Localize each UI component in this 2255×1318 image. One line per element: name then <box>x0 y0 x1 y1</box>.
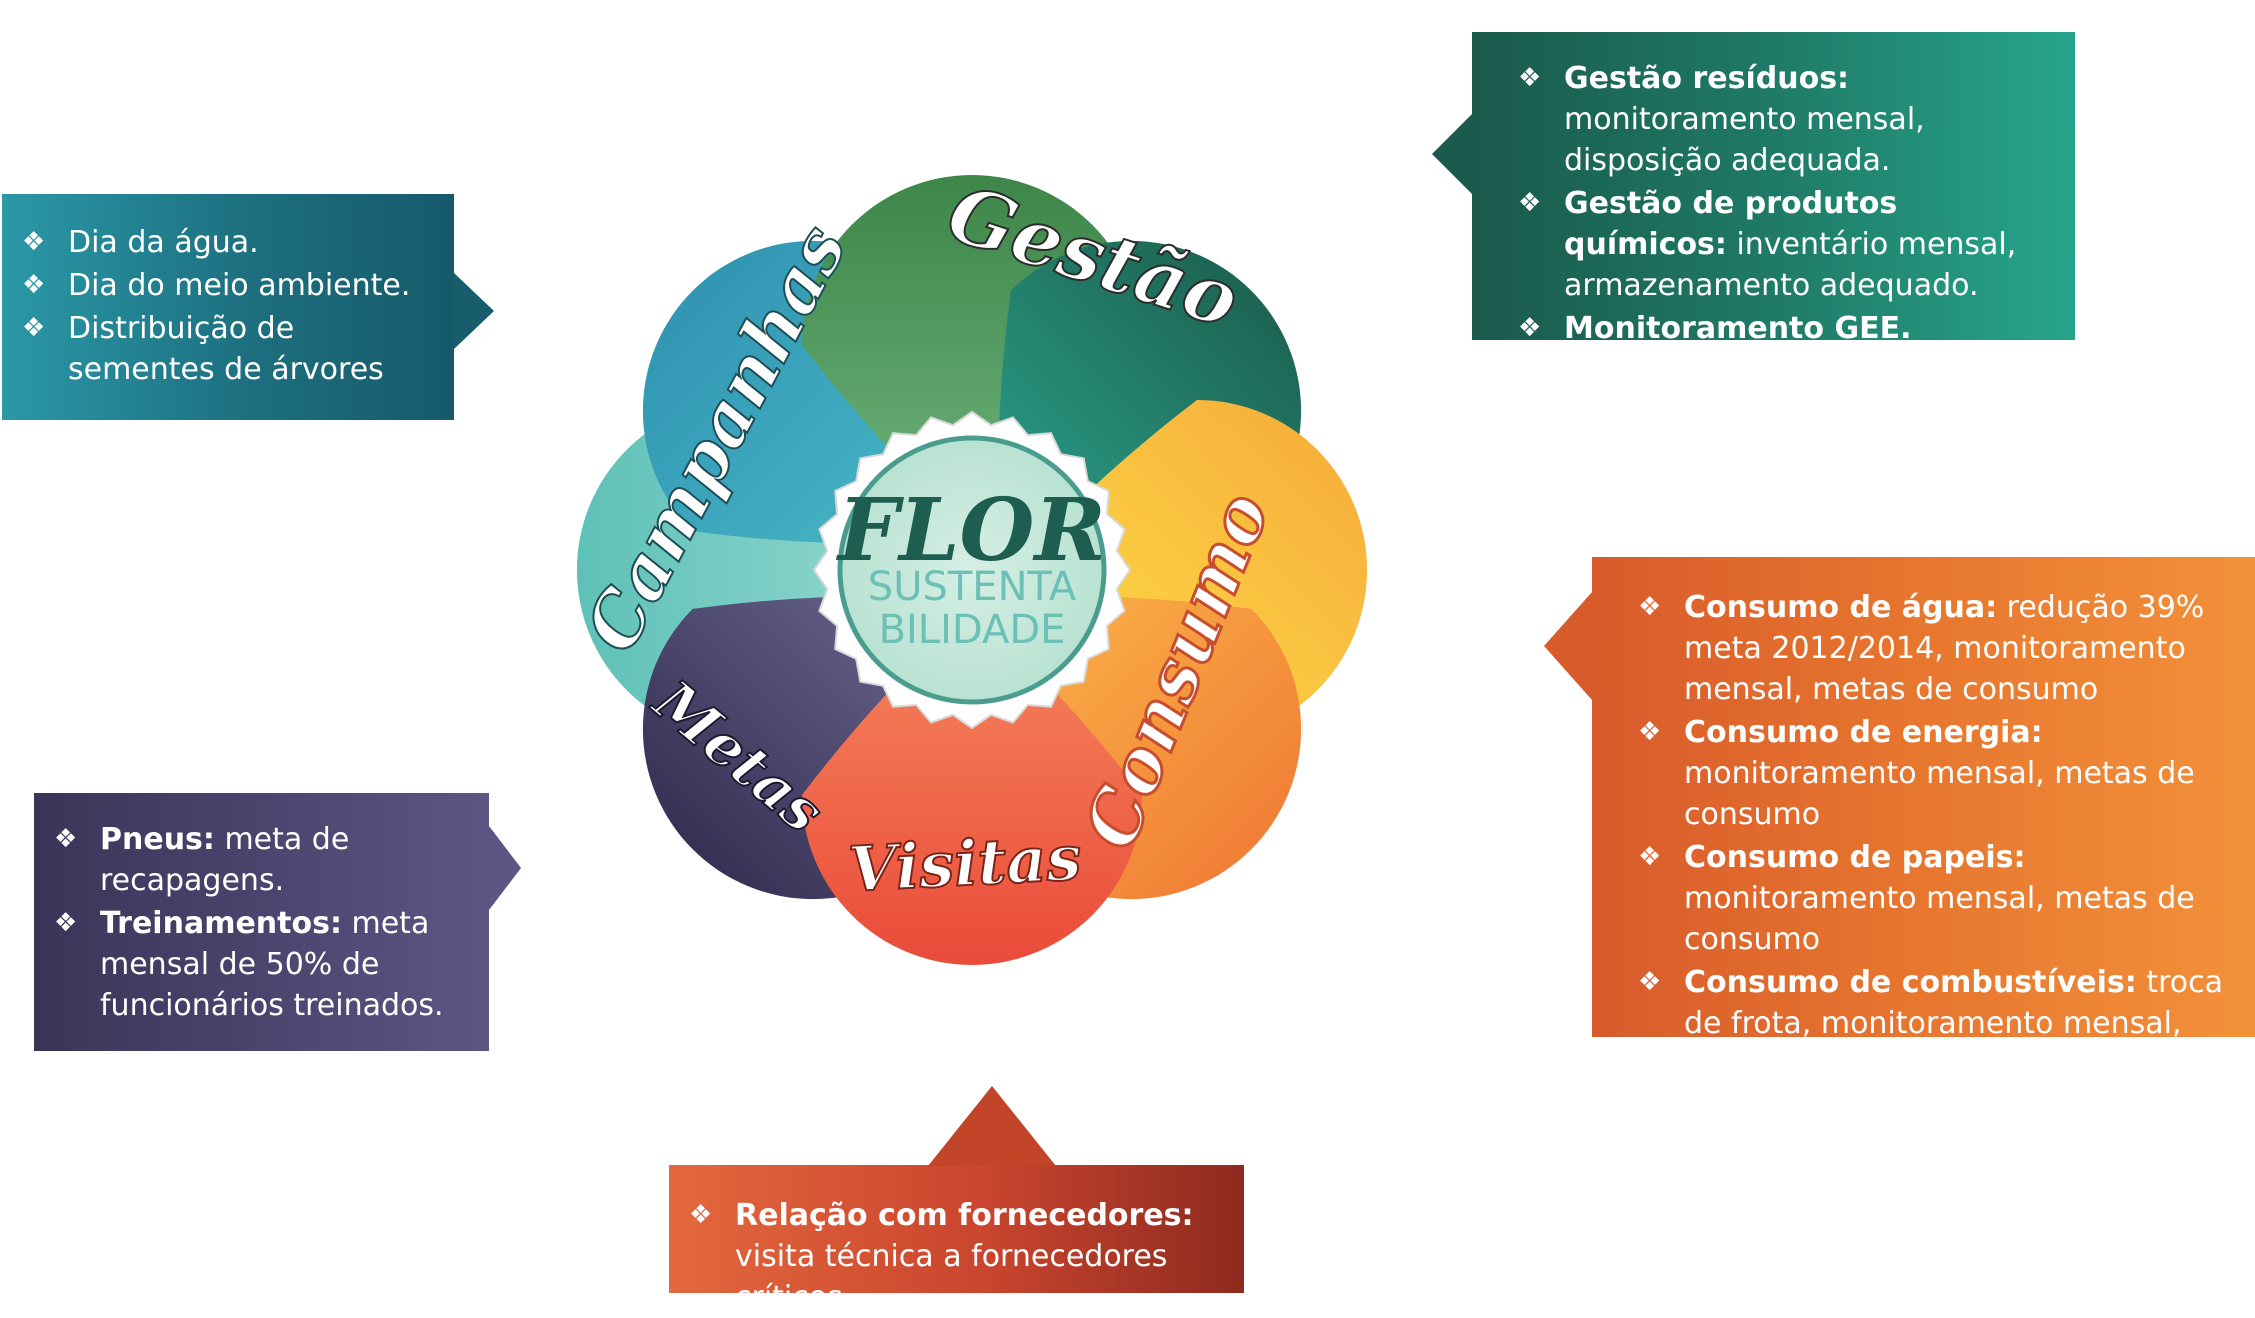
center-line1: SUSTENTA <box>868 564 1077 610</box>
callout-consumo-list: ❖Consumo de água: redução 39% meta 2012/… <box>1592 557 2255 1085</box>
list-item: ❖Gestão resíduos: monitoramento mensal, … <box>1518 58 2055 181</box>
diamond-bullet-icon: ❖ <box>22 270 46 300</box>
callout-campanhas-list: ❖Dia da água. ❖Dia do meio ambiente. ❖Di… <box>2 194 454 390</box>
list-item: ❖Consumo de papeis: monitoramento mensal… <box>1638 837 2245 960</box>
list-item: ❖Distribuição de sementes de árvores <box>22 308 434 390</box>
center-badge: FLOR SUSTENTA BILIDADE <box>812 410 1132 730</box>
callout-metas: ❖Pneus: meta de recapagens. ❖Treinamento… <box>34 793 489 1051</box>
center-line2: BILIDADE <box>879 607 1066 653</box>
callout-metas-box <box>34 793 489 1051</box>
callout-visitas-pointer <box>928 1086 1056 1166</box>
callout-gestao: ❖Gestão resíduos: monitoramento mensal, … <box>1472 32 2075 346</box>
list-item: ❖Consumo de combustíveis: troca de frota… <box>1638 962 2245 1085</box>
callout-campanhas-box <box>2 194 454 420</box>
callout-visitas-box <box>669 1165 1244 1293</box>
callout-consumo-pointer <box>1544 592 1592 700</box>
callout-visitas-list: ❖Relação com fornecedores: visita técnic… <box>669 1165 1244 1318</box>
diamond-bullet-icon: ❖ <box>1638 592 1662 622</box>
list-item: ❖Dia do meio ambiente. <box>22 265 434 306</box>
callout-consumo-box <box>1592 557 2255 1037</box>
callout-campanhas: ❖Dia da água. ❖Dia do meio ambiente. ❖Di… <box>2 194 454 420</box>
diamond-bullet-icon: ❖ <box>1638 717 1662 747</box>
petal-label-visitas: Visitas <box>847 821 1083 906</box>
diamond-bullet-icon: ❖ <box>689 1200 713 1230</box>
list-item: ❖Pneus: meta de recapagens. <box>54 819 469 901</box>
diamond-bullet-icon: ❖ <box>22 227 46 257</box>
callout-gestao-pointer <box>1432 112 1474 196</box>
diamond-bullet-icon: ❖ <box>1638 967 1662 997</box>
callout-gestao-list: ❖Gestão resíduos: monitoramento mensal, … <box>1472 32 2075 349</box>
diamond-bullet-icon: ❖ <box>1518 188 1542 218</box>
petal-visitas <box>802 610 1142 965</box>
diamond-bullet-icon: ❖ <box>22 313 46 343</box>
diamond-bullet-icon: ❖ <box>1518 63 1542 93</box>
center-title: FLOR <box>835 480 1106 581</box>
diamond-bullet-icon: ❖ <box>54 824 78 854</box>
callout-visitas: ❖Relação com fornecedores: visita técnic… <box>669 1165 1244 1315</box>
list-item: ❖Monitoramento GEE. <box>1518 308 2055 349</box>
diamond-bullet-icon: ❖ <box>54 908 78 938</box>
diamond-bullet-icon: ❖ <box>1638 842 1662 872</box>
list-item: ❖Treinamentos: meta mensal de 50% de fun… <box>54 903 469 1026</box>
diamond-bullet-icon: ❖ <box>1518 313 1542 343</box>
list-item: ❖Consumo de água: redução 39% meta 2012/… <box>1638 587 2245 710</box>
list-item: ❖Relação com fornecedores: visita técnic… <box>689 1195 1224 1318</box>
callout-consumo: ❖Consumo de água: redução 39% meta 2012/… <box>1592 557 2255 1082</box>
callout-gestao-box <box>1472 32 2075 340</box>
callout-metas-list: ❖Pneus: meta de recapagens. ❖Treinamento… <box>34 793 489 1026</box>
callout-campanhas-pointer <box>454 273 494 349</box>
list-item: ❖Gestão de produtos químicos: inventário… <box>1518 183 2055 306</box>
callout-metas-pointer <box>489 826 521 910</box>
list-item: ❖Dia da água. <box>22 222 434 263</box>
list-item: ❖Consumo de energia: monitoramento mensa… <box>1638 712 2245 835</box>
badge-circle <box>837 435 1107 705</box>
